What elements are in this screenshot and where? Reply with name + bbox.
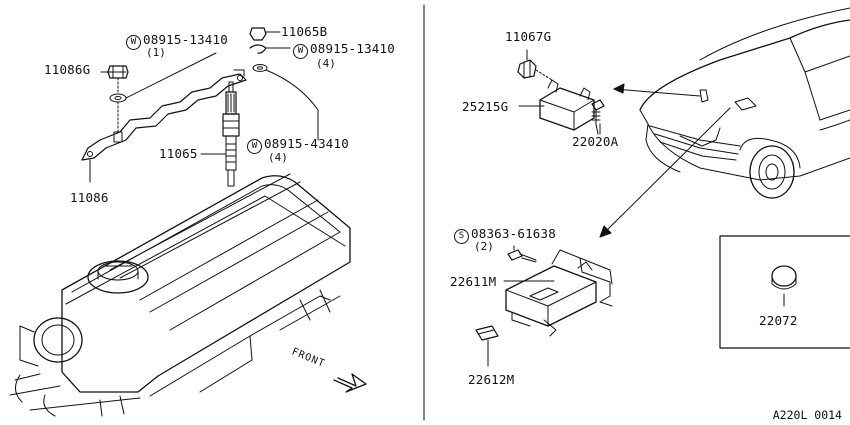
part-number: 08915-13410	[310, 41, 395, 56]
leader-lines-left	[89, 31, 319, 183]
qty-label: (4)	[316, 57, 336, 70]
vehicle-outline	[639, 7, 850, 199]
part-22020a: 22020A	[572, 134, 619, 149]
washer-symbol: W	[293, 44, 308, 59]
control-unit	[475, 245, 613, 367]
front-arrow	[333, 373, 367, 393]
part-11086: 11086	[70, 190, 109, 205]
part-number: 08915-43410	[264, 136, 349, 151]
part-25215g: 25215G	[462, 99, 509, 114]
part-22611m: 22611M	[450, 274, 497, 289]
nut-11065b	[249, 27, 268, 72]
glow-plug	[222, 81, 240, 187]
nut-11086g	[107, 65, 129, 143]
qty-label: (1)	[146, 46, 166, 59]
part-11065: 11065	[159, 146, 198, 161]
part-11086g: 11086G	[44, 62, 91, 77]
screw-symbol: S	[454, 229, 469, 244]
washer-symbol: W	[247, 139, 262, 154]
part-11065b: 11065B	[281, 24, 328, 39]
connecting-plate	[81, 69, 247, 161]
part-22072: 22072	[759, 313, 798, 328]
relay-assembly	[517, 49, 605, 135]
inset-box	[719, 235, 850, 349]
leader-lines-right	[518, 105, 601, 135]
part-number: 08363-61638	[471, 226, 556, 241]
qty-label: (2)	[474, 240, 494, 253]
qty-label: (4)	[268, 151, 288, 164]
cylinder-head-cover	[9, 173, 351, 417]
location-arrows	[599, 83, 731, 238]
washer-symbol: W	[126, 35, 141, 50]
part-number: 08915-13410	[143, 32, 228, 47]
part-22612m: 22612M	[468, 372, 515, 387]
diagram-code: A220L 0014	[772, 408, 842, 422]
part-11067g: 11067G	[505, 29, 552, 44]
